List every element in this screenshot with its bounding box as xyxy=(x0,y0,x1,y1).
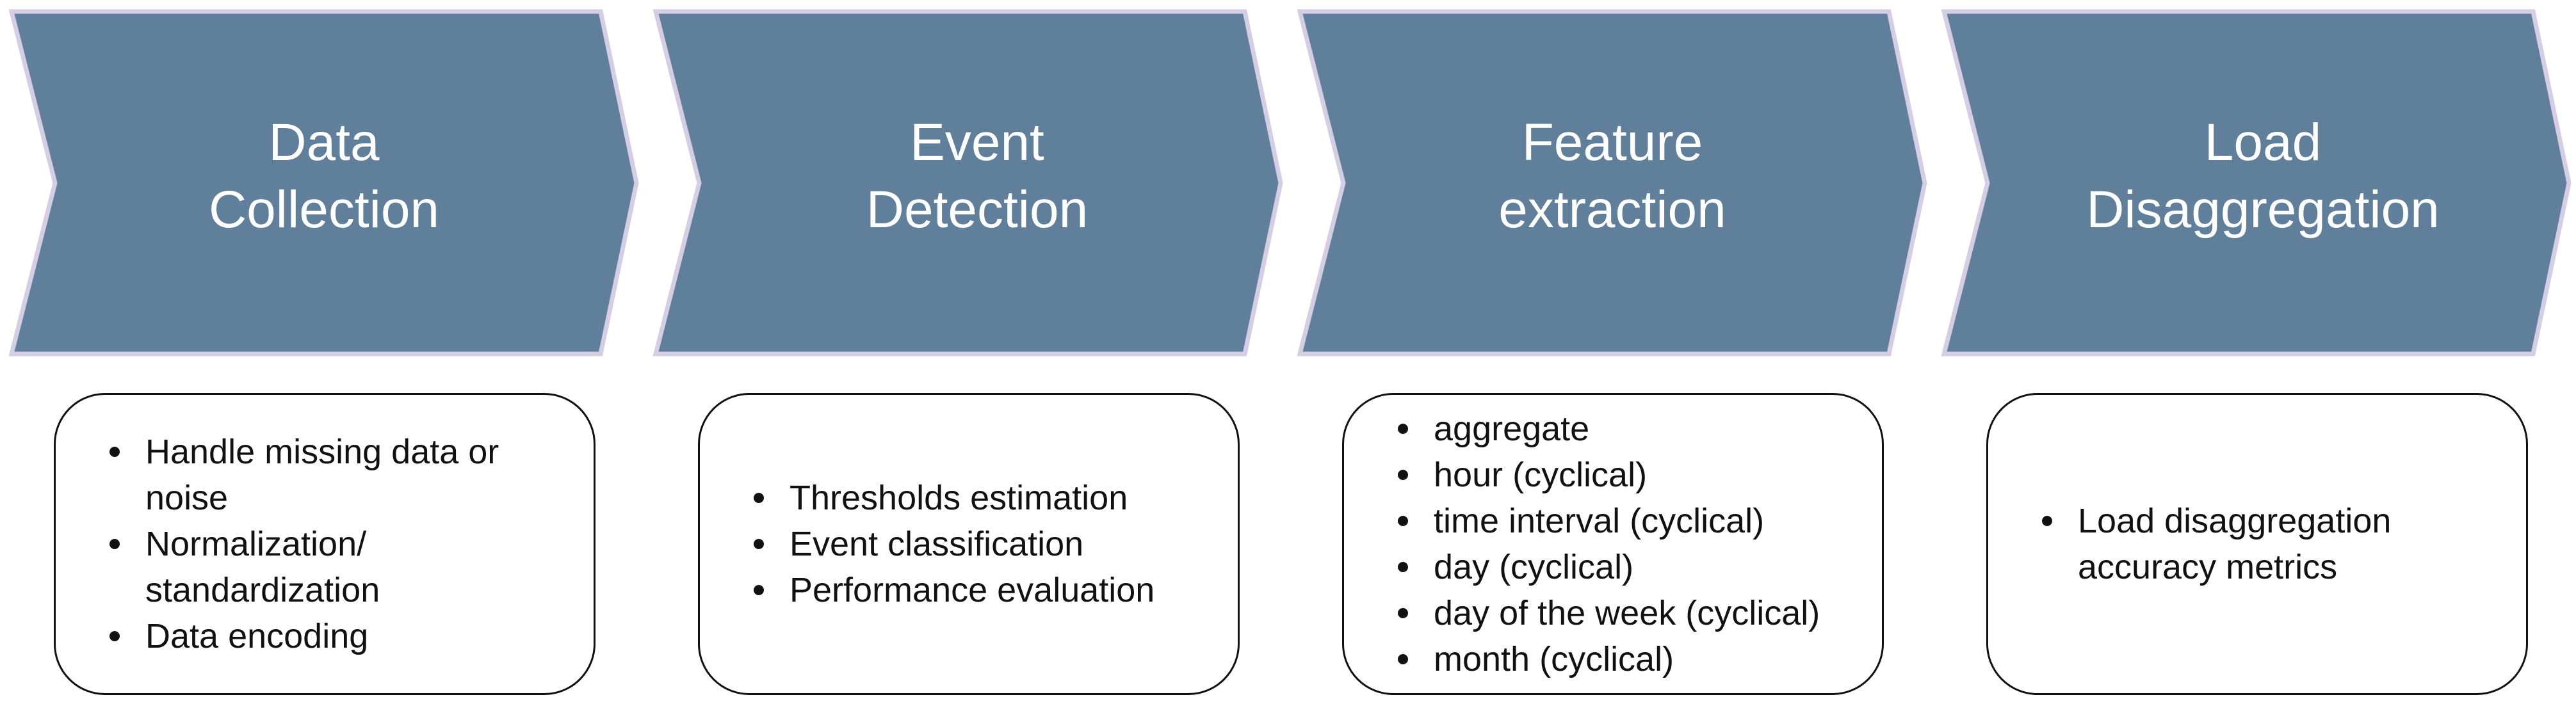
stage-title-line: extraction xyxy=(1498,180,1726,239)
list-item-line: time interval (cyclical) xyxy=(1434,502,1765,540)
stage-title-line: Feature xyxy=(1521,113,1703,172)
stage-title-feature-extraction: Feature extraction xyxy=(1388,109,1836,243)
list-item-line: accuracy metrics xyxy=(2078,548,2338,586)
list-item-line: Load disaggregation xyxy=(2078,502,2392,540)
stage-title-load-disaggregation: Load Disaggregation xyxy=(2039,109,2487,243)
stage-title-data-collection: Data Collection xyxy=(100,109,548,243)
stage-title-line: Collection xyxy=(208,180,440,239)
chevron-event-detection xyxy=(652,9,1283,356)
list-item: day of the week (cyclical) xyxy=(1397,590,1820,636)
list-item: Data encoding xyxy=(109,613,499,659)
chevron-feature-extraction xyxy=(1297,9,1927,356)
list-item: time interval (cyclical) xyxy=(1397,498,1820,544)
list-item: Thresholds estimation xyxy=(753,475,1154,521)
list-item: Performance evaluation xyxy=(753,567,1155,613)
list-item-line: Data encoding xyxy=(145,617,369,655)
list-item-line: Thresholds estimation xyxy=(790,479,1128,517)
list-item-line: Handle missing data or xyxy=(145,433,499,471)
list-item-line: noise xyxy=(145,479,229,517)
bullet-list: Thresholds estimation Event classificati… xyxy=(700,475,1154,613)
stage-title-line: Detection xyxy=(866,180,1089,239)
list-item-line: hour (cyclical) xyxy=(1434,456,1648,494)
list-item-line: month (cyclical) xyxy=(1434,640,1674,678)
stage-title-line: Load xyxy=(2204,113,2322,172)
process-chevrons xyxy=(8,9,2572,356)
stage-title-line: Event xyxy=(910,113,1044,172)
list-item: Handle missing data or noise xyxy=(109,429,499,521)
list-item-line: Normalization/ xyxy=(145,525,367,563)
bullet-list: Handle missing data or noise Normalizati… xyxy=(56,429,499,659)
list-item: month (cyclical) xyxy=(1397,636,1820,682)
list-item: aggregate xyxy=(1397,406,1820,452)
list-item-line: Performance evaluation xyxy=(790,571,1155,609)
detail-box-feature-extraction: aggregate hour (cyclical) time interval … xyxy=(1342,393,1884,695)
chevron-load-disaggregation xyxy=(1941,9,2572,356)
stage-title-line: Disaggregation xyxy=(2086,180,2440,239)
detail-box-load-disaggregation: Load disaggregation accuracy metrics xyxy=(1986,393,2528,695)
list-item: day (cyclical) xyxy=(1397,544,1820,590)
list-item-line: aggregate xyxy=(1434,410,1590,448)
list-item: hour (cyclical) xyxy=(1397,452,1820,498)
list-item: Event classification xyxy=(753,521,1154,567)
list-item-line: day (cyclical) xyxy=(1434,548,1634,586)
detail-box-data-collection: Handle missing data or noise Normalizati… xyxy=(54,393,595,695)
bullet-list: Load disaggregation accuracy metrics xyxy=(1988,498,2391,590)
list-item-line: standardization xyxy=(145,571,380,609)
stage-title-event-detection: Event Detection xyxy=(753,109,1201,243)
bullet-list: aggregate hour (cyclical) time interval … xyxy=(1344,406,1820,682)
list-item-line: day of the week (cyclical) xyxy=(1434,594,1820,632)
list-item: Normalization/ standardization xyxy=(109,521,499,613)
chevron-data-collection xyxy=(8,9,639,356)
stage-title-line: Data xyxy=(268,113,380,172)
list-item: Load disaggregation accuracy metrics xyxy=(2041,498,2392,590)
detail-box-event-detection: Thresholds estimation Event classificati… xyxy=(698,393,1240,695)
list-item-line: Event classification xyxy=(790,525,1084,563)
